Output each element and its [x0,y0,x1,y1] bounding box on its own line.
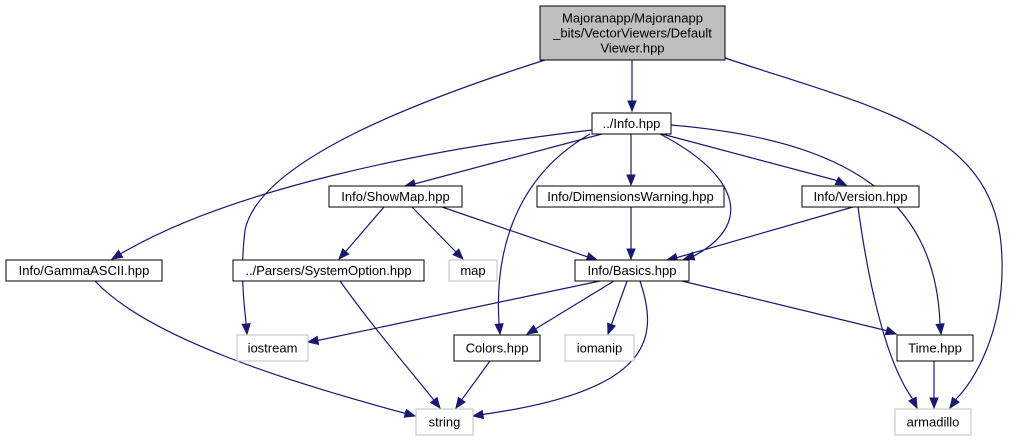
arrow-head [455,396,466,410]
node-label: Viewer.hpp [600,41,664,56]
node-map[interactable]: map [448,259,498,282]
node-box [328,185,463,208]
node-box [453,334,541,362]
node-dimwarn[interactable]: Info/DimensionsWarning.hpp [536,185,725,208]
edge-root-to-info [627,60,637,113]
node-box [801,185,920,208]
node-label: string [429,415,461,430]
edge-colors-to-string [455,360,491,410]
arrow-head [471,409,485,420]
node-box [574,259,690,282]
node-iostream[interactable]: iostream [236,334,309,362]
node-label: iostream [248,341,298,356]
node-box [894,408,972,436]
node-gamma[interactable]: Info/GammaASCII.hpp [5,259,163,282]
arrow-head [935,323,945,336]
arrow-head [626,248,636,261]
edge-info-to-time [670,124,945,336]
edge-time-to-armadillo [929,361,939,410]
arrow-head [494,323,504,336]
node-box [539,5,726,61]
node-label: ../Info.hpp [603,116,661,131]
node-box [415,408,474,436]
node-label: Majoranapp/Majoranapp [562,11,703,26]
node-label: Info/GammaASCII.hpp [19,263,150,278]
edge-info-to-colors [494,133,591,336]
node-label: Info/ShowMap.hpp [341,189,449,204]
node-box [896,334,974,362]
node-time[interactable]: Time.hpp [896,334,974,362]
node-box [448,259,498,282]
node-label: map [460,263,485,278]
edge-showmap-to-sysopt [338,206,385,261]
arrow-head [626,174,636,187]
node-box [564,334,635,362]
arrow-head [452,248,464,260]
node-label: Info/Version.hpp [814,189,908,204]
edge-showmap-to-map [411,206,464,260]
edge-gamma-to-string [94,280,417,418]
node-colors[interactable]: Colors.hpp [453,334,541,362]
node-sysopt[interactable]: ../Parsers/SystemOption.hpp [232,259,425,282]
node-label: Info/Basics.hpp [588,263,677,278]
arrow-head [949,396,960,410]
edge-version-to-basics [665,206,854,263]
edge-version-to-armadillo [857,206,918,410]
edge-dimwarn-to-basics [626,207,636,261]
edge-info-to-gamma [110,129,593,260]
arrow-head [110,249,124,260]
node-label: ../Parsers/SystemOption.hpp [245,263,411,278]
node-basics[interactable]: Info/Basics.hpp [574,259,690,282]
node-string[interactable]: string [415,408,474,436]
node-box [536,185,725,208]
edge-info-to-version [661,133,848,186]
edges [94,57,1003,420]
node-label: iomanip [577,341,623,356]
edge-showmap-to-basics [441,206,599,262]
edge-root-to-armadillo [724,57,1003,410]
arrow-head [607,322,617,336]
node-label: armadillo [907,415,960,430]
nodes: Majoranapp/Majoranapp_bits/VectorViewers… [5,5,974,436]
arrow-head [241,323,251,336]
arrow-head [525,324,539,335]
arrow-head [585,252,599,262]
node-box [236,334,309,362]
arrow-head [682,251,696,261]
node-box [591,112,672,135]
node-label: Info/DimensionsWarning.hpp [547,189,713,204]
edge-root-to-iostream [241,59,546,336]
arrow-head [403,408,417,418]
edge-basics-to-time [681,280,898,336]
node-showmap[interactable]: Info/ShowMap.hpp [328,185,463,208]
node-iomanip[interactable]: iomanip [564,334,635,362]
arrow-head [306,335,320,345]
edge-basics-to-iomanip [607,280,628,336]
node-armadillo[interactable]: armadillo [894,408,972,436]
edge-sysopt-to-string [339,280,441,410]
node-label: Colors.hpp [466,341,529,356]
node-info[interactable]: ../Info.hpp [591,112,672,135]
node-box [232,259,425,282]
node-label: Time.hpp [908,341,962,356]
node-root[interactable]: Majoranapp/Majoranapp_bits/VectorViewers… [539,5,726,61]
arrow-head [338,248,350,261]
edge-basics-to-iostream [306,280,601,345]
arrow-head [834,176,848,186]
node-version[interactable]: Info/Version.hpp [801,185,920,208]
arrow-head [908,396,918,410]
arrow-head [929,397,939,410]
edge-info-to-basics [659,133,732,261]
arrow-head [627,100,637,113]
edge-info-to-dimwarn [626,134,636,187]
node-label: _bits/VectorViewers/Default [552,26,712,41]
edge-basics-to-colors [525,280,615,335]
node-box [5,259,163,282]
arrow-head [884,326,898,336]
arrow-head [429,396,441,410]
